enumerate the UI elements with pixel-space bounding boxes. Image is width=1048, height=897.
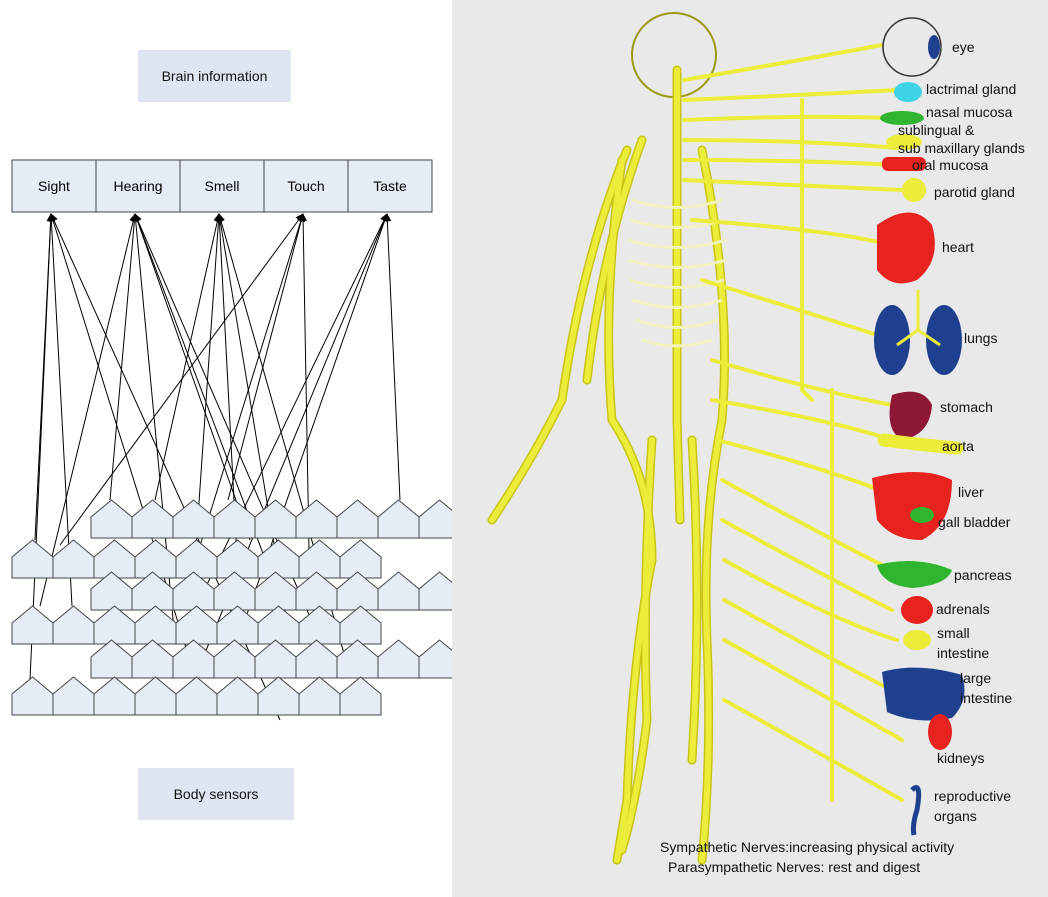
- sensor-27: [12, 606, 53, 644]
- sensor-17: [340, 540, 381, 578]
- sensor-26: [419, 572, 452, 610]
- sense-label-touch: Touch: [287, 178, 324, 194]
- label-small: small: [937, 625, 970, 641]
- sensor-33: [258, 606, 299, 644]
- sense-label-hearing: Hearing: [113, 178, 162, 194]
- label-adrenals: adrenals: [936, 601, 990, 617]
- sensor-42: [337, 640, 378, 678]
- sensor-43: [378, 640, 419, 678]
- label-large: large: [960, 670, 991, 686]
- sensor-0: [91, 500, 132, 538]
- label-lactrimal-gland: lactrimal gland: [926, 81, 1016, 97]
- sense-boxes: Sight Hearing Smell Touch Taste: [12, 160, 432, 212]
- sensor-32: [217, 606, 258, 644]
- organ-heart: [877, 213, 935, 284]
- sensor-52: [299, 677, 340, 715]
- label-pancreas: pancreas: [954, 567, 1012, 583]
- organ-parotid-gland: [902, 178, 926, 202]
- sensor-34: [299, 606, 340, 644]
- sensor-10: [53, 540, 94, 578]
- nervous-system-figure: eye lactrimal gland nasal mucosa subling…: [452, 0, 1048, 897]
- sensor-11: [94, 540, 135, 578]
- sense-connection-diagram: Sight Hearing Smell Touch Taste: [0, 0, 452, 897]
- sensor-7: [378, 500, 419, 538]
- label-liver: liver: [958, 484, 984, 500]
- label-eye: eye: [952, 39, 975, 55]
- nerve-branches: [684, 45, 902, 800]
- label-oral-mucosa: oral mucosa: [912, 157, 988, 173]
- sensor-49: [176, 677, 217, 715]
- sensor-53: [340, 677, 381, 715]
- label-sublingual: sublingual &: [898, 122, 975, 138]
- sensor-50: [217, 677, 258, 715]
- sensor-28: [53, 606, 94, 644]
- sensor-31: [176, 606, 217, 644]
- sensor-35: [340, 606, 381, 644]
- caption-parasympathetic: Parasympathetic Nerves: rest and digest: [668, 859, 920, 875]
- sense-label-taste: Taste: [373, 178, 407, 194]
- sensor-2: [173, 500, 214, 538]
- sensor-46: [53, 677, 94, 715]
- connection-line-20: [387, 214, 400, 500]
- label-nasal-mucosa: nasal mucosa: [926, 104, 1013, 120]
- organ-adrenals: [901, 596, 933, 624]
- organ-large-intestine: [882, 668, 964, 721]
- sensor-47: [94, 677, 135, 715]
- label-heart: heart: [942, 239, 974, 255]
- sense-label-sight: Sight: [38, 178, 70, 194]
- label-aorta: aorta: [942, 438, 974, 454]
- sensor-12: [135, 540, 176, 578]
- connection-line-5: [110, 214, 135, 500]
- organ-small-intestine: [903, 630, 931, 650]
- organ-eye: [883, 18, 941, 76]
- sensor-13: [176, 540, 217, 578]
- sensor-37: [132, 640, 173, 678]
- label-parotid-gland: parotid gland: [934, 184, 1015, 200]
- sensor-48: [135, 677, 176, 715]
- caption-sympathetic: Sympathetic Nerves:increasing physical a…: [660, 839, 954, 855]
- sensor-36: [91, 640, 132, 678]
- label-sub-maxillary: sub maxillary glands: [898, 140, 1025, 156]
- sensor-15: [258, 540, 299, 578]
- label-organs: organs: [934, 808, 977, 824]
- organ-gall-bladder: [910, 507, 934, 523]
- organ-stomach: [890, 392, 932, 440]
- sensor-grid: [12, 500, 452, 715]
- label-reproductive: reproductive: [934, 788, 1011, 804]
- connection-line-17: [303, 214, 310, 606]
- sensor-45: [12, 677, 53, 715]
- sensor-41: [296, 640, 337, 678]
- sensor-6: [337, 500, 378, 538]
- sensor-39: [214, 640, 255, 678]
- sensor-1: [132, 500, 173, 538]
- sensor-29: [94, 606, 135, 644]
- connection-line-1: [35, 214, 51, 540]
- label-lungs: lungs: [964, 330, 997, 346]
- sensor-16: [299, 540, 340, 578]
- sensor-14: [217, 540, 258, 578]
- sensor-3: [214, 500, 255, 538]
- organ-pancreas: [877, 561, 952, 588]
- label-small-intestine: intestine: [937, 645, 989, 661]
- organ-reproductive: [912, 788, 919, 836]
- connection-line-16: [228, 214, 303, 500]
- sensor-44: [419, 640, 452, 678]
- label-gall-bladder: gall bladder: [938, 514, 1011, 530]
- organ-lungs: [874, 290, 962, 375]
- sensor-8: [419, 500, 452, 538]
- label-kidneys: kidneys: [937, 750, 984, 766]
- sensor-40: [255, 640, 296, 678]
- label-large-intestine: intestine: [960, 690, 1012, 706]
- label-stomach: stomach: [940, 399, 993, 415]
- organ-lactrimal-gland: [894, 82, 922, 102]
- sensor-30: [135, 606, 176, 644]
- sense-label-smell: Smell: [204, 178, 239, 194]
- organ-kidneys: [928, 714, 952, 750]
- sensor-51: [258, 677, 299, 715]
- sensor-25: [378, 572, 419, 610]
- sensor-9: [12, 540, 53, 578]
